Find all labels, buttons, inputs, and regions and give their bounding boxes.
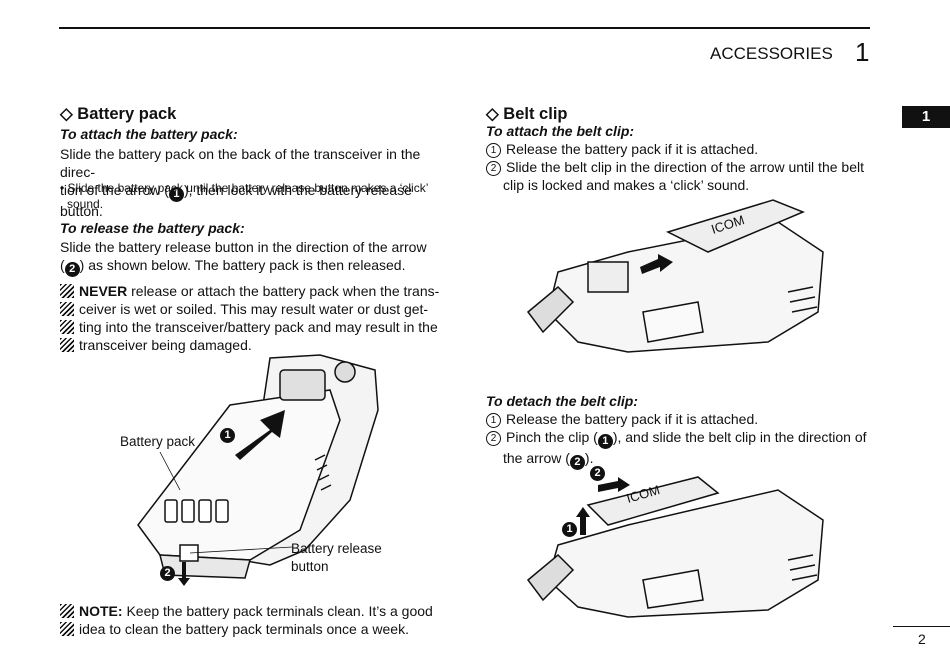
hatch-icon [60, 604, 74, 618]
step-one-marker: 1 [486, 413, 501, 428]
marker-one-figure: 1 [562, 522, 577, 537]
marker-one-figure: 1 [220, 428, 235, 443]
warning-icon-stack [60, 284, 74, 352]
hatch-icon [60, 284, 74, 298]
step-one-marker: 1 [486, 143, 501, 158]
marker-one: 1 [168, 187, 184, 202]
release-battery-text: Slide the battery release button in the … [60, 239, 427, 277]
hatch-icon [60, 302, 74, 316]
release-battery-heading: To release the battery pack: [60, 220, 245, 236]
belt-clip-title: ◇ Belt clip [486, 105, 568, 123]
attach-battery-bullet: • Slide the battery pack until the batte… [60, 181, 429, 211]
hatch-icon [60, 622, 74, 636]
diamond-icon: ◇ [60, 105, 73, 123]
marker-two-figure: 2 [590, 466, 605, 481]
step-two-marker: 2 [486, 431, 501, 446]
footer-rule [893, 626, 950, 627]
header-rule [59, 27, 870, 29]
marker-two-figure: 2 [160, 566, 175, 581]
marker-two: 2 [64, 262, 80, 277]
hatch-icon [60, 320, 74, 334]
marker-one: 1 [597, 434, 613, 449]
page-number: 2 [918, 631, 926, 647]
belt-clip-attach-illustration: ICOM [526, 199, 824, 353]
label-release-button: Battery release button [291, 541, 382, 574]
step-two-marker: 2 [486, 161, 501, 176]
hatch-icon [60, 338, 74, 352]
belt-clip-detach-illustration: ICOM [526, 476, 824, 618]
chapter-tab: 1 [902, 106, 950, 128]
detach-belt-clip-heading: To detach the belt clip: [486, 393, 638, 409]
marker-two: 2 [569, 455, 585, 470]
attach-battery-text: Slide the battery pack on the back of th… [60, 146, 421, 219]
note-text: NOTE: Keep the battery pack terminals cl… [79, 603, 433, 637]
section-number: 1 [855, 37, 870, 67]
diamond-icon: ◇ [486, 105, 499, 123]
attach-belt-clip-heading: To attach the belt clip: [486, 123, 635, 139]
warning-text: NEVER release or attach the battery pack… [79, 283, 440, 353]
battery-pack-title: ◇ Battery pack [60, 105, 177, 123]
note-icon-stack [60, 604, 74, 636]
attach-battery-heading: To attach the battery pack: [60, 126, 238, 142]
battery-pack-illustration [137, 354, 379, 586]
label-battery-pack: Battery pack [120, 434, 196, 449]
section-title: ACCESSORIES [710, 44, 833, 63]
